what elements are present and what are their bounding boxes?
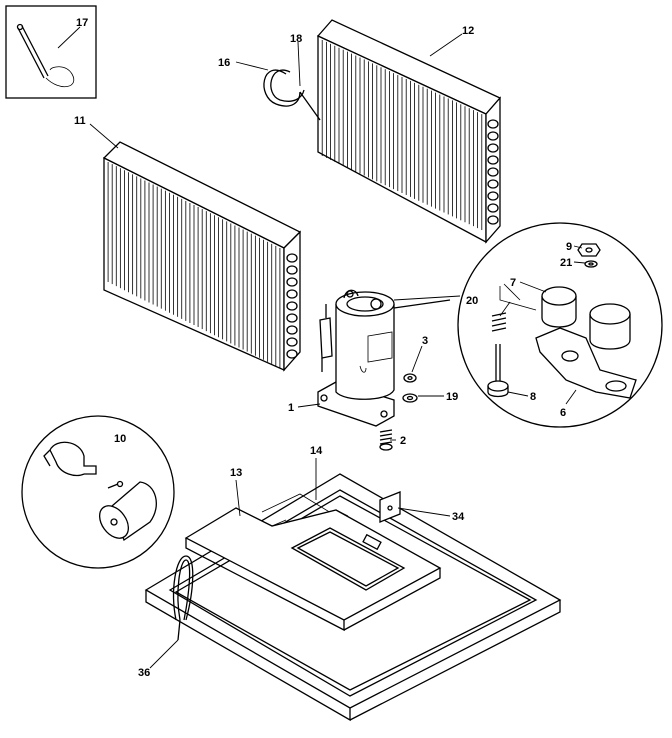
callout-9: 9 <box>566 241 572 253</box>
callout-17: 17 <box>76 17 88 29</box>
spring-part-2 <box>379 429 393 451</box>
callout-10: 10 <box>114 433 126 445</box>
inset-part-17 <box>5 5 97 99</box>
evaporator-coil-part-11 <box>102 141 302 372</box>
callout-36: 36 <box>138 667 150 679</box>
callout-6: 6 <box>560 407 566 419</box>
callout-18: 18 <box>290 33 302 45</box>
callout-3: 3 <box>422 335 428 347</box>
compressor-part-1 <box>317 289 451 427</box>
callout-labels: 17 12 16 18 11 1 2 3 19 20 9 21 7 8 6 10… <box>74 17 572 679</box>
callout-7: 7 <box>510 277 516 289</box>
callout-13: 13 <box>230 467 242 479</box>
leader-lines <box>57 26 586 669</box>
callout-12: 12 <box>462 25 474 37</box>
washer-part-19 <box>402 393 418 403</box>
callout-11: 11 <box>74 115 86 127</box>
callout-16: 16 <box>218 57 230 69</box>
condenser-coil-part-12 <box>316 19 502 244</box>
capacitor-detail-circle <box>21 415 175 569</box>
tubing-part-16 <box>263 69 321 121</box>
callout-1: 1 <box>288 402 294 414</box>
control-panel-part-13 <box>184 507 442 632</box>
callout-20: 20 <box>466 295 478 307</box>
wire-harness-part-36 <box>173 555 194 641</box>
grommet-part-3 <box>403 373 417 383</box>
callout-19: 19 <box>446 391 458 403</box>
callout-8: 8 <box>530 391 536 403</box>
mount-detail-circle <box>457 222 663 428</box>
callout-2: 2 <box>400 435 406 447</box>
callout-21: 21 <box>560 257 572 269</box>
callout-34: 34 <box>452 511 465 523</box>
callout-14: 14 <box>310 445 323 457</box>
